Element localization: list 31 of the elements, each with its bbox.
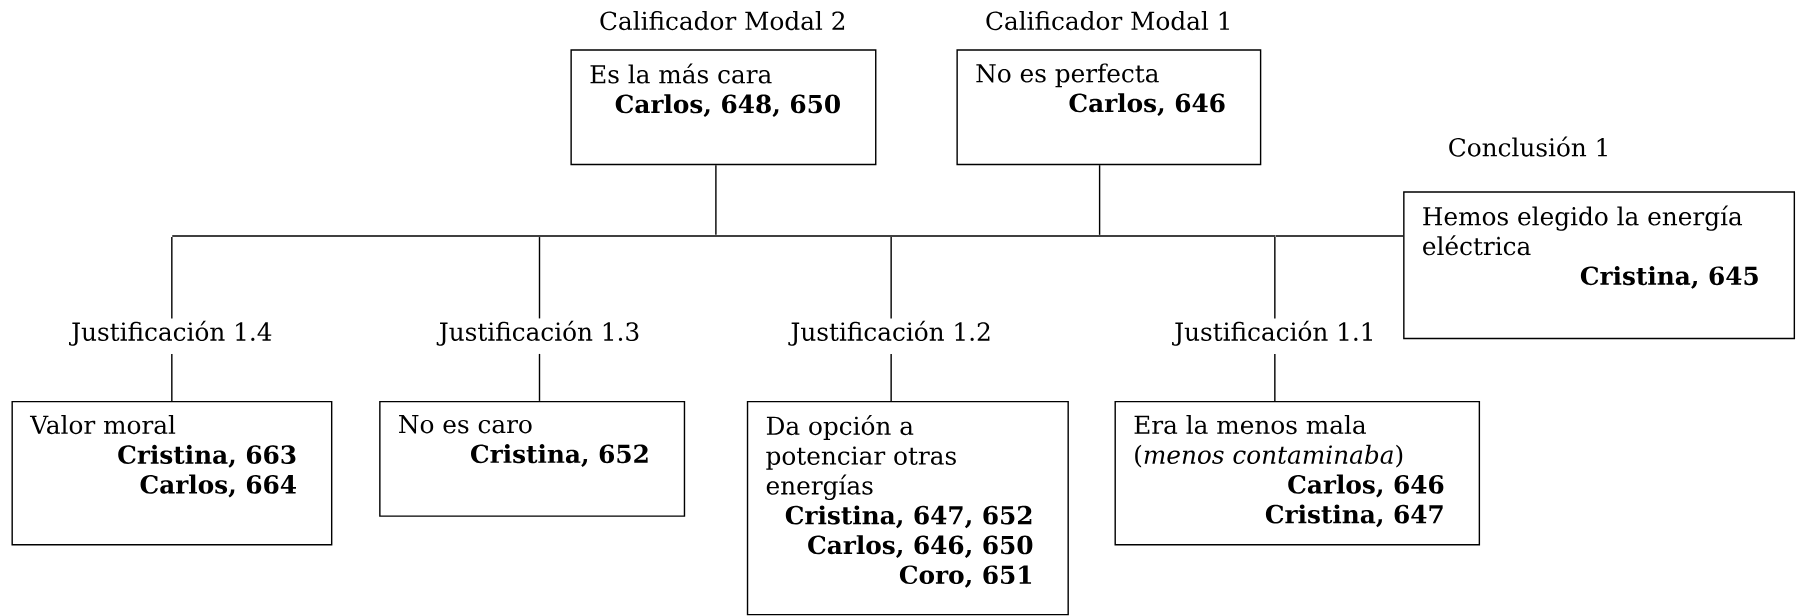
heading: Conclusión 1 [1449, 136, 1607, 157]
heading: Calificador Modal 2 [600, 10, 845, 31]
connector-line [171, 236, 173, 320]
heading: Justificación 1.3 [436, 320, 639, 346]
citation: Carlos, 646 [1288, 474, 1444, 498]
connector-line [890, 236, 892, 320]
citation: Cristina, 663 [118, 444, 296, 468]
heading: Justificación 1.1 [1172, 320, 1372, 346]
citation: Carlos, 648, 650 [615, 94, 840, 117]
heading: Justificación 1.2 [788, 320, 990, 346]
citation: Cristina, 647 [1265, 504, 1443, 528]
citation: Carlos, 646, 650 [808, 535, 1033, 558]
citation: Cristina, 647, 652 [785, 505, 1032, 529]
citation: Cristina, 652 [471, 443, 648, 467]
body-text: Hemos elegido la energía eléctrica [1423, 205, 1743, 256]
citation: Carlos, 646 [1069, 93, 1225, 116]
citation: Carlos, 664 [140, 474, 296, 498]
heading: Justificación 1.4 [69, 320, 272, 346]
bus-line [172, 235, 1276, 237]
body-text: Valor moral [29, 414, 176, 435]
citation: Cristina, 645 [1580, 265, 1758, 289]
connector-line [1274, 235, 1404, 237]
connector-line [1274, 236, 1276, 320]
body-text: Era la menos mala (menos contaminaba) [1134, 414, 1403, 468]
heading: Calificador Modal 1 [986, 10, 1229, 31]
body-text: No es perfecta [976, 63, 1159, 88]
body-text: Da opción a potenciar otras energías [766, 414, 956, 500]
body-text: Es la más cara [590, 63, 772, 84]
citation: Coro, 651 [899, 565, 1032, 588]
body-text: No es caro [399, 414, 532, 434]
connector-line [538, 236, 541, 320]
